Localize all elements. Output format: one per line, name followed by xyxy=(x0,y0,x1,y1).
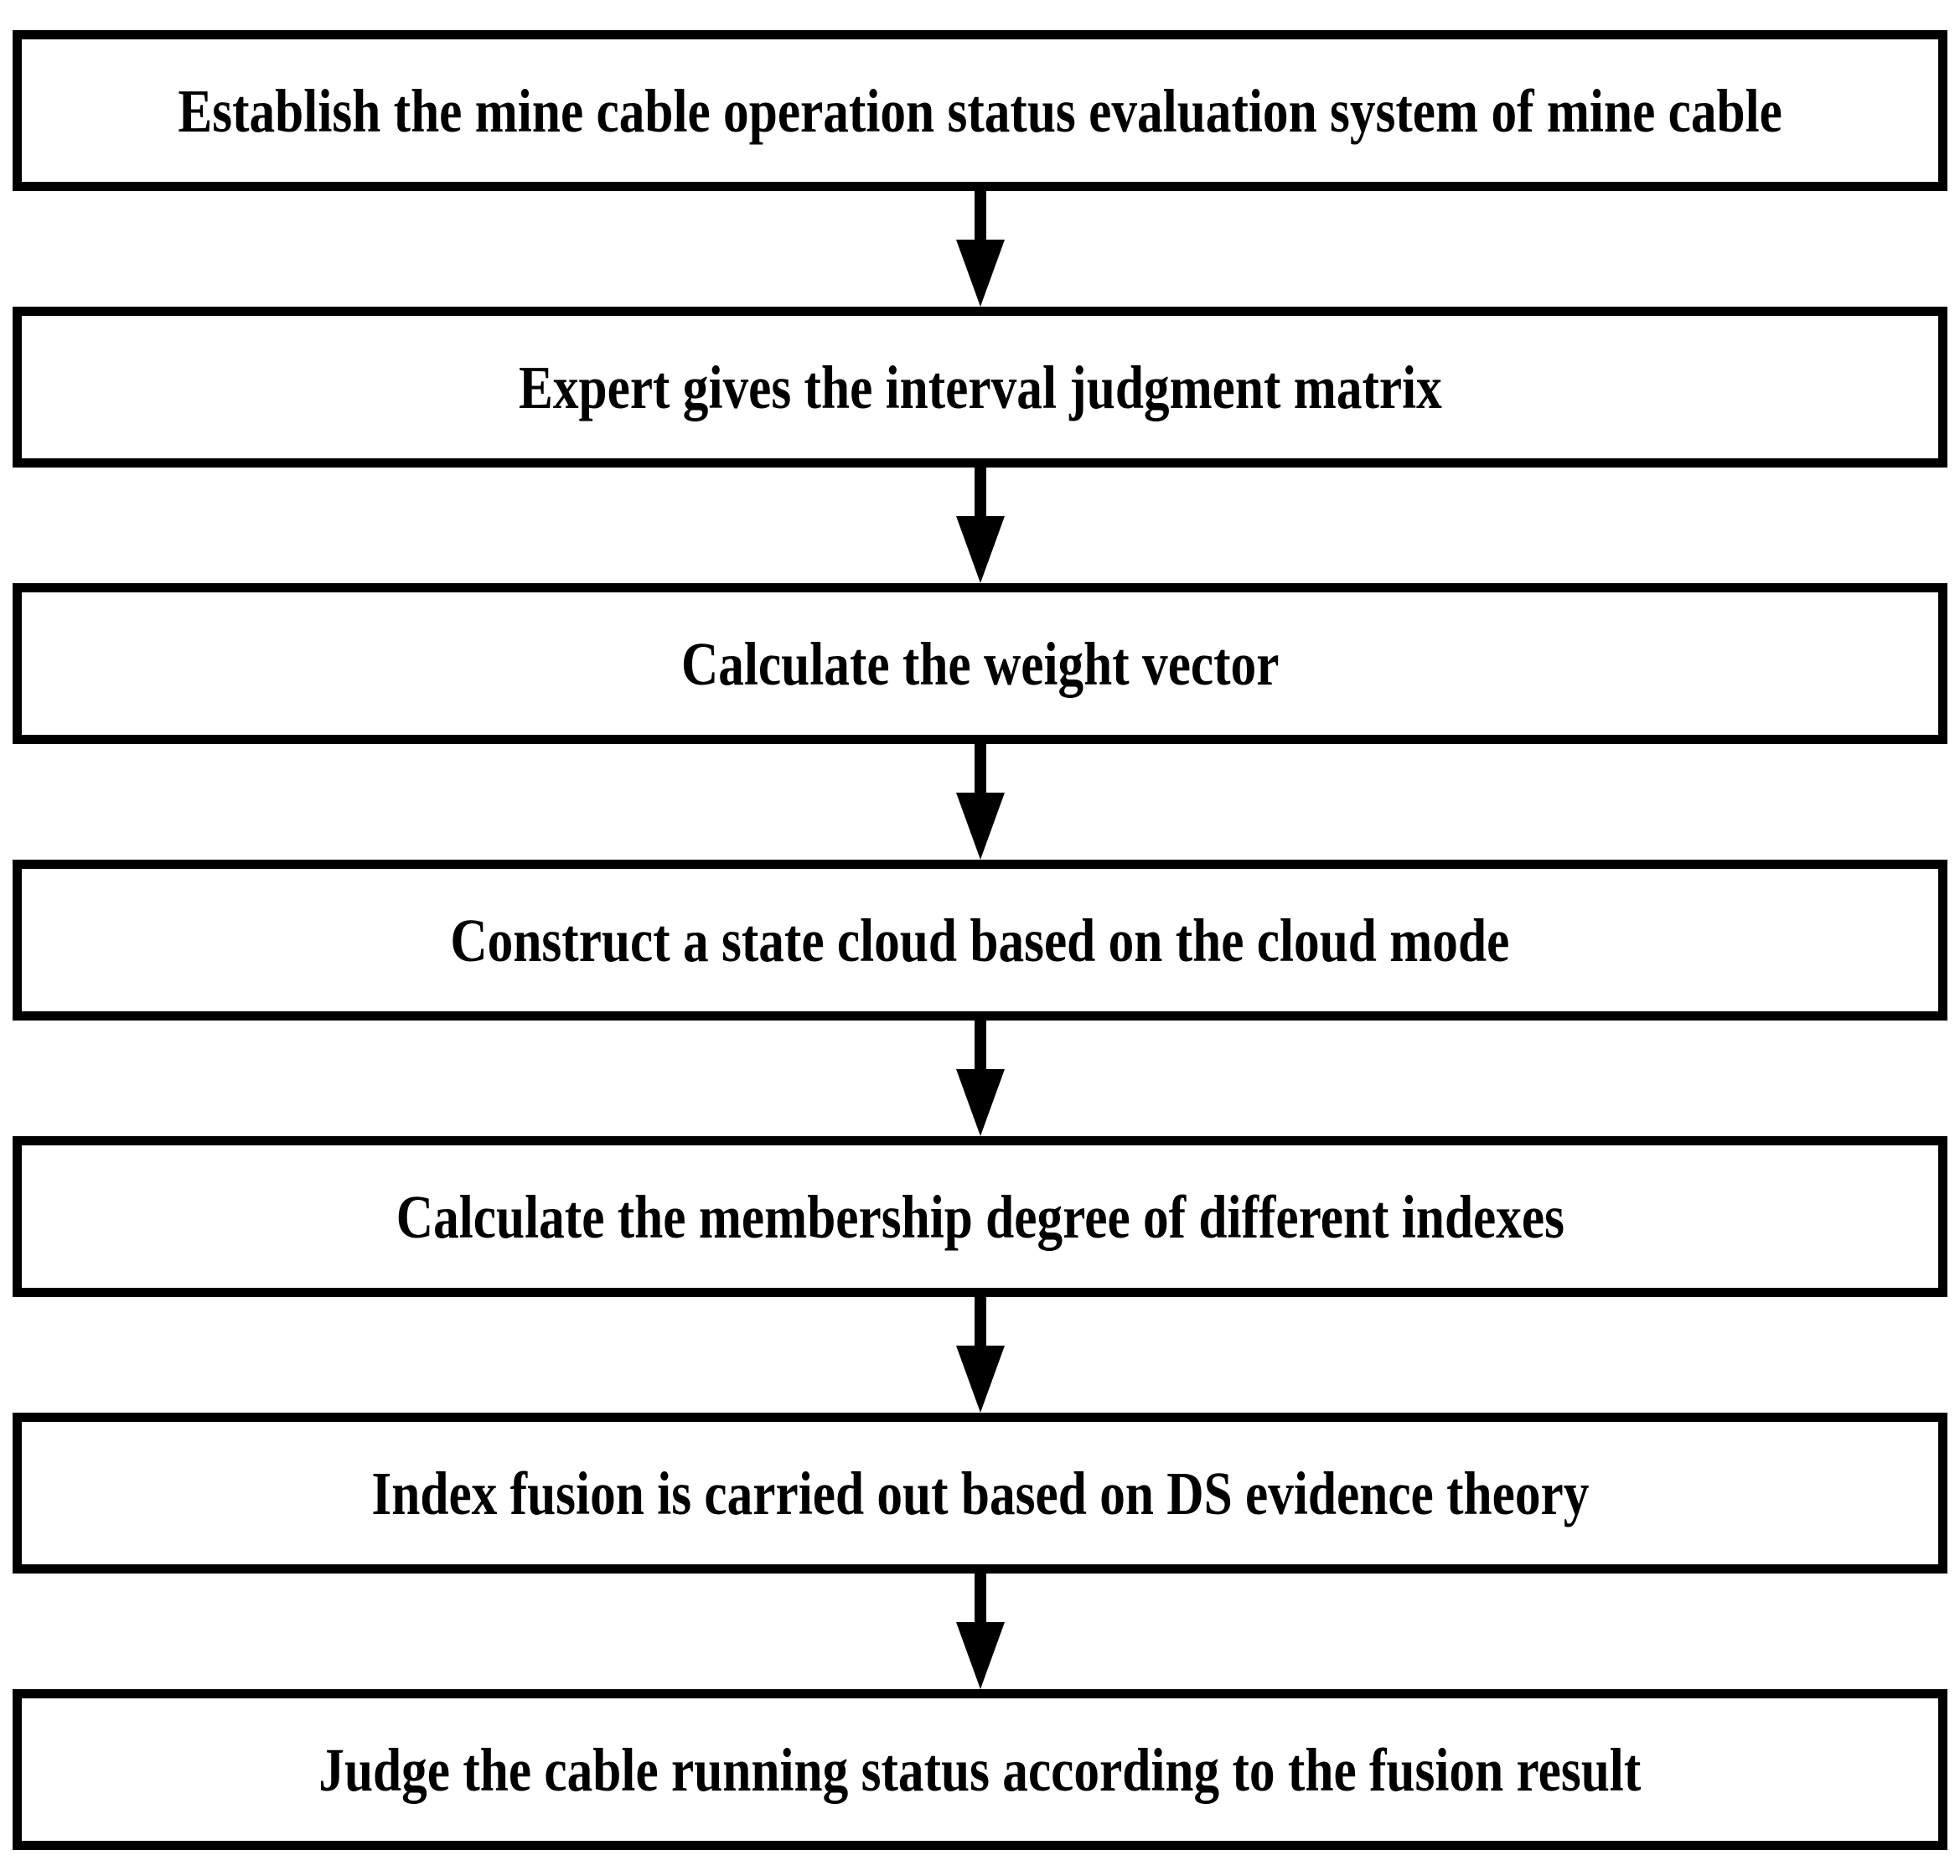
flowchart-step-5: Calculate the membership degree of diffe… xyxy=(13,1136,1947,1297)
down-arrow-icon xyxy=(0,744,1960,860)
flowchart-step-6: Index fusion is carried out based on DS … xyxy=(13,1413,1947,1574)
arrowhead-icon xyxy=(955,1346,1005,1413)
step-7-label: Judge the cable running status according… xyxy=(318,1735,1642,1804)
arrow-stem xyxy=(974,744,986,793)
arrowhead-icon xyxy=(955,1622,1005,1689)
flowchart-step-1: Establish the mine cable operation statu… xyxy=(13,30,1947,191)
arrowhead-icon xyxy=(955,240,1005,307)
arrow-stem xyxy=(974,1574,986,1622)
arrow-stem xyxy=(974,191,986,240)
down-arrow-icon xyxy=(0,1297,1960,1413)
down-arrow-icon xyxy=(0,1574,1960,1689)
arrow-stem xyxy=(974,1021,986,1069)
flowchart-step-2: Expert gives the interval judgment matri… xyxy=(13,307,1947,468)
down-arrow-icon xyxy=(0,191,1960,307)
down-arrow-icon xyxy=(0,1021,1960,1136)
flowchart-step-7: Judge the cable running status according… xyxy=(13,1689,1947,1850)
arrowhead-icon xyxy=(955,793,1005,860)
arrow-stem xyxy=(974,468,986,516)
arrowhead-icon xyxy=(955,1069,1005,1136)
flowchart-step-3: Calculate the weight vector xyxy=(13,583,1947,744)
step-5-label: Calculate the membership degree of diffe… xyxy=(396,1182,1564,1251)
step-2-label: Expert gives the interval judgment matri… xyxy=(518,353,1442,421)
down-arrow-icon xyxy=(0,468,1960,583)
arrow-stem xyxy=(974,1297,986,1346)
arrowhead-icon xyxy=(955,516,1005,583)
step-4-label: Construct a state cloud based on the clo… xyxy=(450,906,1510,974)
step-1-label: Establish the mine cable operation statu… xyxy=(178,76,1782,145)
step-3-label: Calculate the weight vector xyxy=(680,629,1280,698)
step-6-label: Index fusion is carried out based on DS … xyxy=(370,1459,1589,1527)
flowchart-step-4: Construct a state cloud based on the clo… xyxy=(13,860,1947,1021)
